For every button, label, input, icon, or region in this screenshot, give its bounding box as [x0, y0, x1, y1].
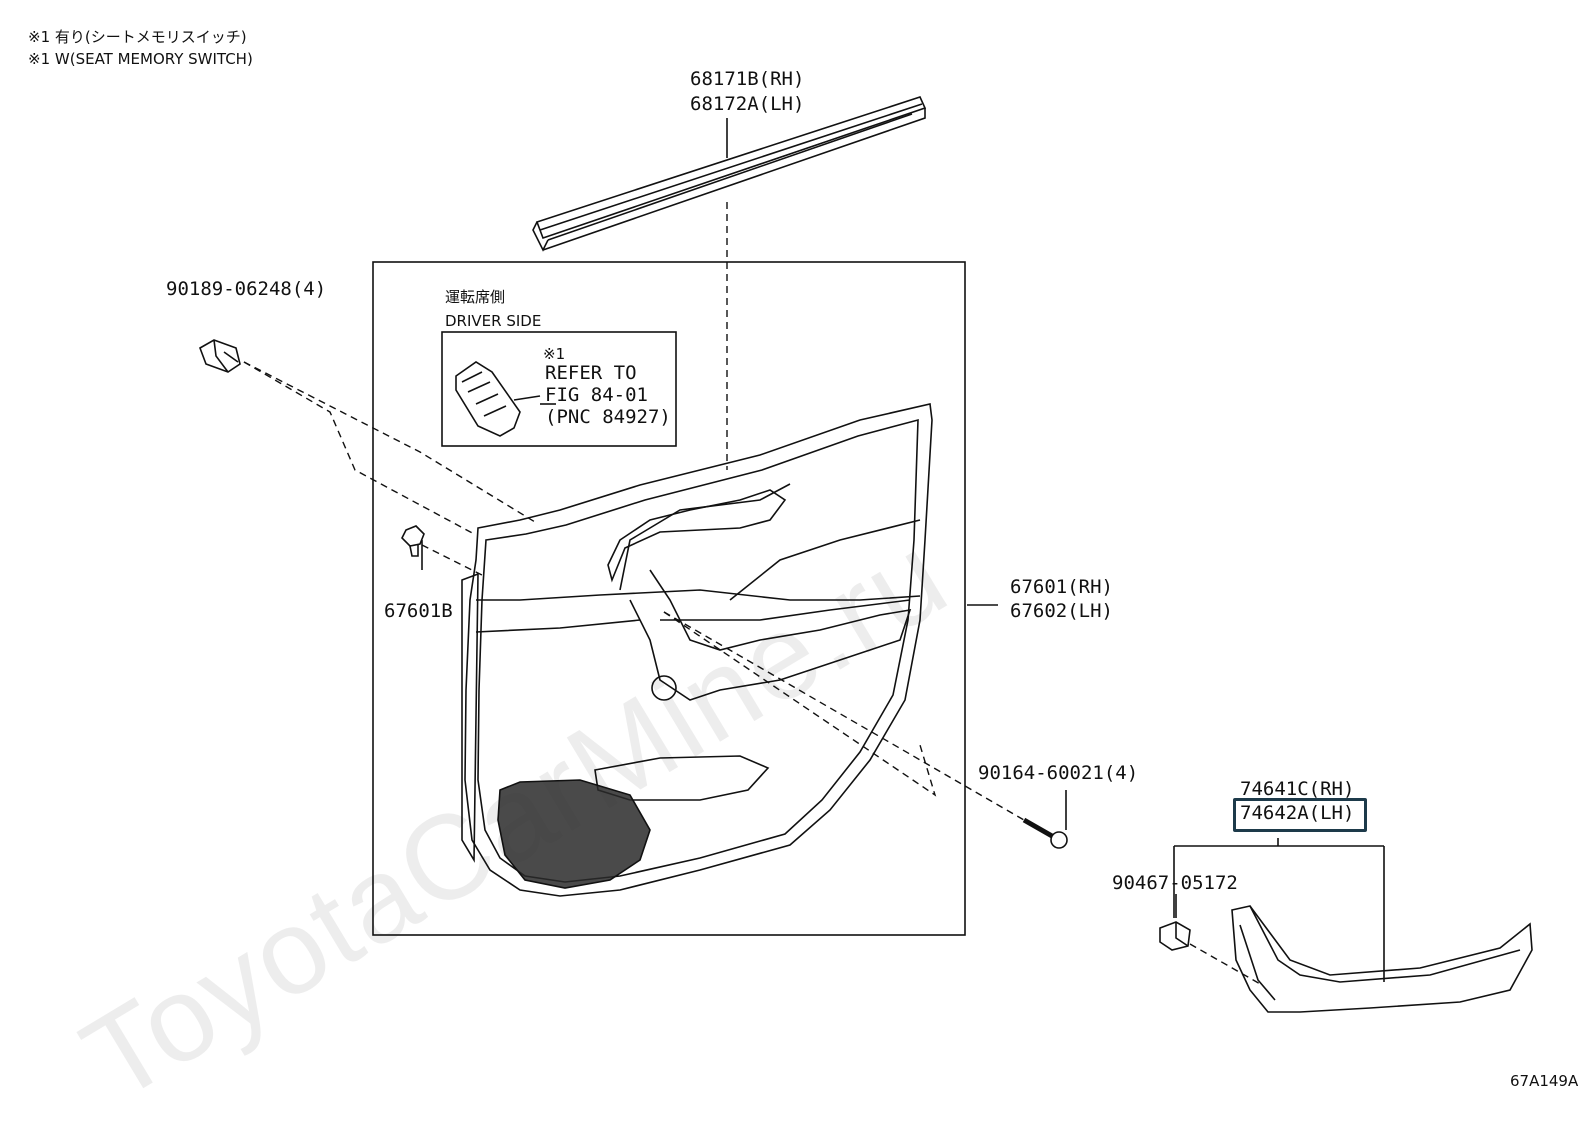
clip-top-part — [199, 339, 241, 373]
screw-part — [1022, 817, 1068, 849]
highlight-box — [1233, 798, 1367, 832]
inset-title-en: DRIVER SIDE — [445, 312, 542, 330]
seat-memory-switch-part — [455, 361, 541, 437]
inset-frame — [441, 331, 677, 447]
label-armrest-clip: 90467-05172 — [1112, 872, 1238, 894]
figure-id: 67A149A — [1510, 1072, 1579, 1090]
armrest-clip-part — [1159, 921, 1191, 951]
main-panel-frame — [372, 261, 966, 936]
label-screw: 90164-60021(4) — [978, 762, 1139, 784]
label-weatherstrip-rh: 68171B(RH) — [690, 68, 805, 90]
label-clip-top: 90189-06248(4) — [166, 278, 327, 300]
weatherstrip-part — [532, 96, 927, 252]
label-armrest-lh: 74642A(LH) — [1240, 802, 1355, 824]
inset-ref-line3: (PNC 84927) — [545, 406, 671, 428]
label-panel-rh: 67601(RH) — [1010, 576, 1113, 598]
label-panel-lh: 67602(LH) — [1010, 600, 1113, 622]
label-weatherstrip-lh: 68172A(LH) — [690, 93, 805, 115]
inset-ref-line1: REFER TO — [545, 362, 637, 384]
door-trim-panel — [461, 403, 933, 897]
note-line-en: ※1 W(SEAT MEMORY SWITCH) — [28, 50, 253, 68]
inset-ref-line2: FIG 84-01 — [545, 384, 648, 406]
armrest-part — [1231, 905, 1533, 1013]
note-line-jp: ※1 有り(シートメモリスイッチ) — [28, 28, 247, 46]
inset-ref-mark: ※1 — [543, 345, 566, 363]
inset-title-jp: 運転席側 — [445, 288, 506, 306]
label-armrest-rh: 74641C(RH) — [1240, 778, 1355, 800]
parts-diagram — [199, 96, 1533, 1013]
clip-small-part — [401, 525, 425, 557]
label-clip-small: 67601B — [384, 600, 453, 622]
